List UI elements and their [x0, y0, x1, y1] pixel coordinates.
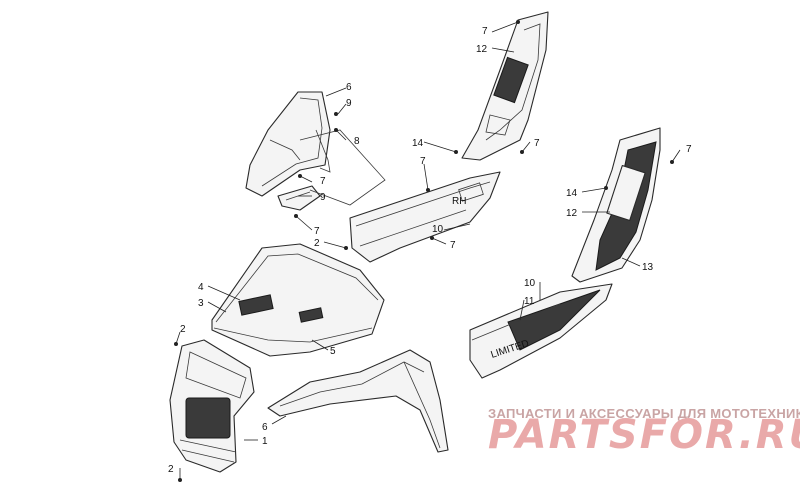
callout-label: 9: [320, 192, 326, 203]
callout-label: 6: [262, 422, 268, 433]
callout-label: 7: [686, 144, 692, 155]
part-bracket: [277, 185, 321, 211]
svg-text:RH: RH: [452, 196, 466, 207]
callout-label: 1: [262, 436, 268, 447]
fastener-dots: [174, 20, 674, 482]
watermark: ЗАПЧАСТИ И АКСЕССУАРЫ ДЛЯ МОТОТЕХНИКИ PA…: [488, 406, 800, 458]
callout-label: 12: [566, 208, 578, 219]
callout-labels: 7 12 6 9 8 14 7 7 7 9 7 10 2 7 7 14 12 1…: [168, 26, 692, 475]
callout-label: 7: [482, 26, 488, 37]
callout-label: 13: [642, 262, 654, 273]
watermark-logo: PARTSFOR.RU: [488, 412, 800, 458]
callout-label: 7: [314, 226, 320, 237]
callout-label: 5: [330, 346, 336, 357]
callout-label: 7: [450, 240, 456, 251]
part-front-fender: [267, 349, 449, 453]
callout-label: 7: [420, 156, 426, 167]
watermark-tagline: ЗАПЧАСТИ И АКСЕССУАРЫ ДЛЯ МОТОТЕХНИКИ: [488, 406, 800, 421]
callout-label: 2: [314, 238, 320, 249]
part-hood: [211, 243, 385, 357]
callout-label: 4: [198, 282, 204, 293]
callout-label: 9: [346, 98, 352, 109]
part-upper-side-cover: [245, 91, 331, 197]
callout-label: 12: [476, 44, 488, 55]
callout-label: 6: [346, 82, 352, 93]
callout-label: 2: [168, 464, 174, 475]
part-inner-panel: [299, 129, 386, 206]
callout-label: 14: [566, 188, 578, 199]
callout-label: 8: [354, 136, 360, 147]
callout-label: 14: [412, 138, 424, 149]
callout-label: 10: [524, 278, 536, 289]
callout-label: 7: [320, 176, 326, 187]
callout-label: 2: [180, 324, 186, 335]
part-right-running-board: LIMITED: [469, 283, 613, 379]
callout-label: 3: [198, 298, 204, 309]
callout-label: 11: [524, 296, 535, 307]
part-front-grille: [169, 339, 255, 473]
part-right-upper-panel: [571, 127, 661, 283]
callout-label: 7: [534, 138, 540, 149]
part-left-running-board: RH: [349, 171, 501, 263]
leader-lines: [175, 21, 681, 480]
callout-label: 10: [432, 224, 444, 235]
part-left-upper-panel: [461, 11, 549, 161]
